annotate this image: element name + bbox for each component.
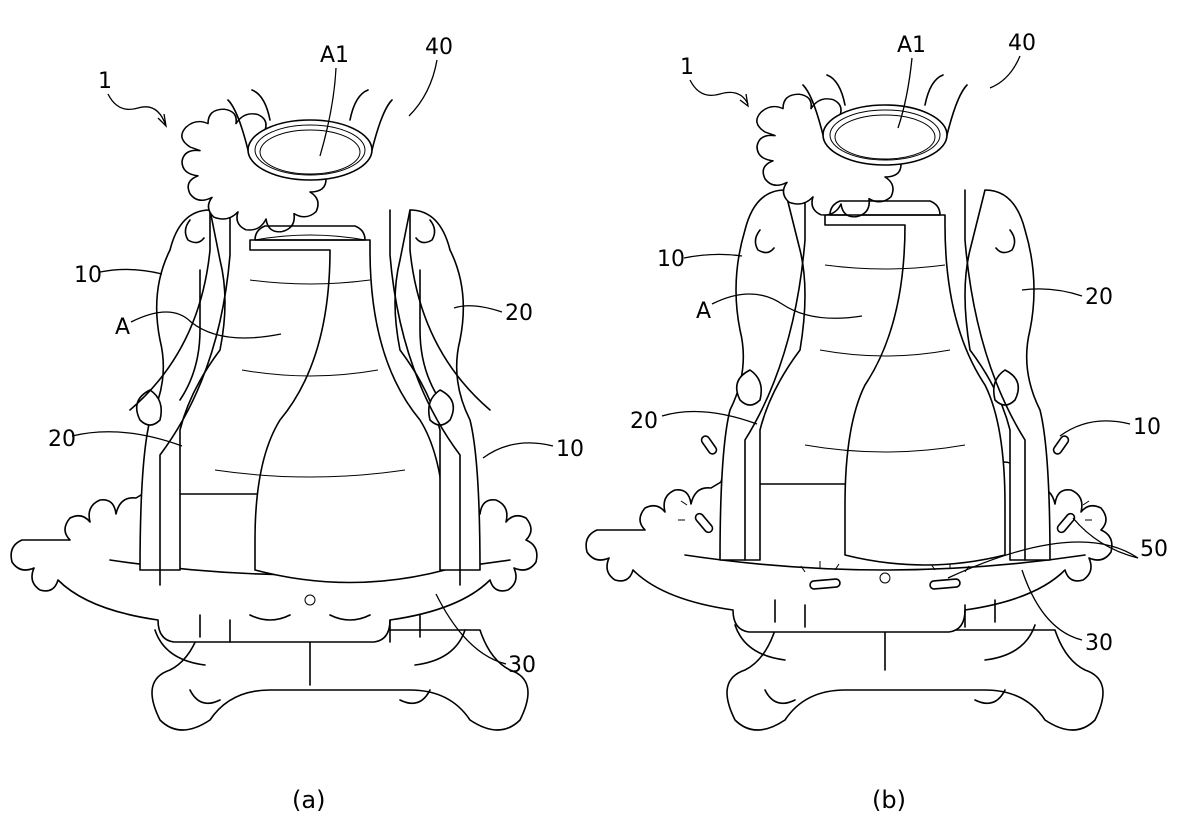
bottle-A <box>804 214 1006 566</box>
label-A: A <box>696 299 711 324</box>
post-right-20 <box>394 209 481 571</box>
cap-40 <box>756 74 968 218</box>
label-30: 30 <box>508 653 536 678</box>
label-10: 10 <box>657 247 685 272</box>
figure-a <box>10 89 538 731</box>
labels-figure-b: 1 A1 40 10 A 20 20 10 50 30 (b) <box>630 31 1168 814</box>
label-10: 10 <box>74 263 102 288</box>
bottle-A <box>214 234 446 584</box>
post-left-10 <box>719 189 806 561</box>
label-A: A <box>115 315 130 340</box>
caption-a: (a) <box>292 786 325 814</box>
lights-50 <box>678 435 1092 590</box>
label-10-lower: 10 <box>1133 415 1161 440</box>
label-30: 30 <box>1085 631 1113 656</box>
figure-b <box>585 74 1113 731</box>
caption-b: (b) <box>872 786 906 814</box>
post-right-20 <box>964 189 1051 561</box>
label-40: 40 <box>1008 31 1036 56</box>
label-A1: A1 <box>320 43 349 68</box>
leader-lines <box>71 55 1139 665</box>
label-10-lower: 10 <box>556 437 584 462</box>
label-20: 20 <box>505 301 533 326</box>
label-20-lower: 20 <box>48 427 76 452</box>
inner-frame <box>744 189 1026 561</box>
label-20: 20 <box>1085 285 1113 310</box>
base-plate-30 <box>585 461 1113 633</box>
label-50: 50 <box>1140 537 1168 562</box>
label-20-lower: 20 <box>630 409 658 434</box>
label-device-1: 1 <box>680 55 694 80</box>
labels-figure-a: 1 A1 40 10 A 20 20 10 30 (a) <box>48 35 584 814</box>
label-40: 40 <box>425 35 453 60</box>
inner-frame <box>129 209 491 586</box>
cap-40 <box>181 89 393 241</box>
stand-legs <box>726 624 1104 731</box>
label-device-1: 1 <box>98 69 112 94</box>
label-A1: A1 <box>897 33 926 58</box>
